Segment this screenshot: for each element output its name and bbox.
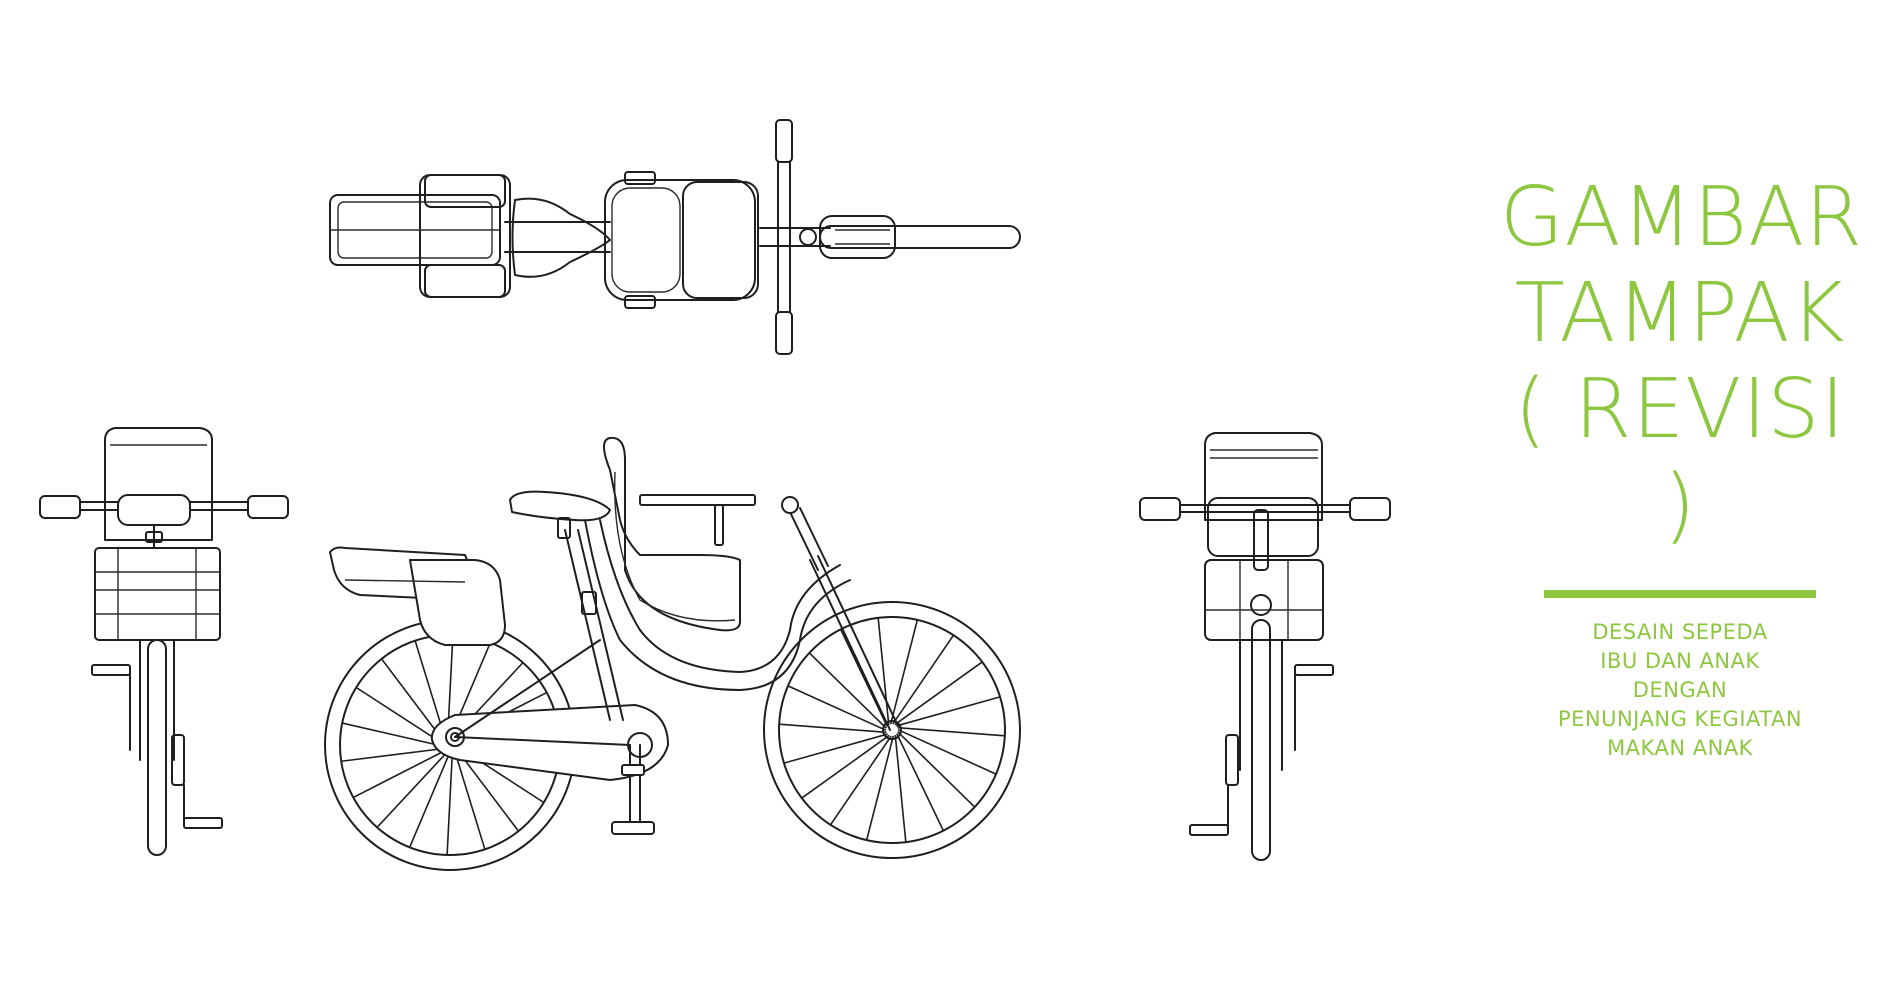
wheel-spoke [352, 749, 447, 799]
wheel-spoke [897, 726, 1005, 737]
title-line-3: ( REVISI ) [1514, 362, 1846, 553]
wheel-spoke [829, 735, 892, 826]
title-line-1: GAMBAR [1500, 170, 1864, 265]
title-block: GAMBAR TAMPAK ( REVISI ) DESAIN SEPEDA I… [1500, 170, 1864, 763]
wheel-spoke [801, 734, 890, 799]
wheel-spoke [446, 750, 454, 856]
wheel-spoke [355, 686, 445, 746]
title-line-2: TAMPAK [1514, 266, 1846, 361]
wheel-spoke [779, 723, 887, 734]
wheel-spoke [897, 728, 997, 775]
wheel-spoke [892, 634, 955, 725]
right-view [1139, 432, 1391, 861]
wheel-spoke [877, 617, 890, 726]
side-view [324, 436, 1021, 871]
subtitle-line: DESAIN SEPEDA [1592, 620, 1768, 644]
wheel-spoke [342, 722, 445, 748]
wheel-spoke [894, 734, 907, 843]
left-view [39, 427, 289, 856]
wheel-spoke [896, 733, 945, 832]
wheel-spoke [896, 696, 1001, 727]
subtitle-line: IBU DAN ANAK [1600, 649, 1760, 673]
wheel-spoke [341, 747, 446, 763]
wheel-spoke [408, 750, 452, 848]
wheel-spoke [839, 628, 888, 727]
wheel-spoke [787, 685, 887, 732]
wheel-spoke [808, 652, 887, 729]
wheel-spoke [865, 735, 895, 841]
top-view [329, 119, 1021, 355]
title-divider [1544, 590, 1816, 598]
subtitle-line: MAKAN ANAK [1607, 736, 1753, 760]
wheel-spoke [897, 731, 976, 808]
wheel-spoke [376, 750, 449, 828]
wheel-spoke [453, 749, 486, 850]
wheel-spoke [783, 733, 888, 764]
wheel-spoke [894, 661, 983, 726]
wheel-spoke [889, 619, 919, 725]
subtitle-line: PENUNJANG KEGIATAN [1557, 707, 1803, 731]
subtitle-line: DENGAN [1632, 678, 1728, 702]
